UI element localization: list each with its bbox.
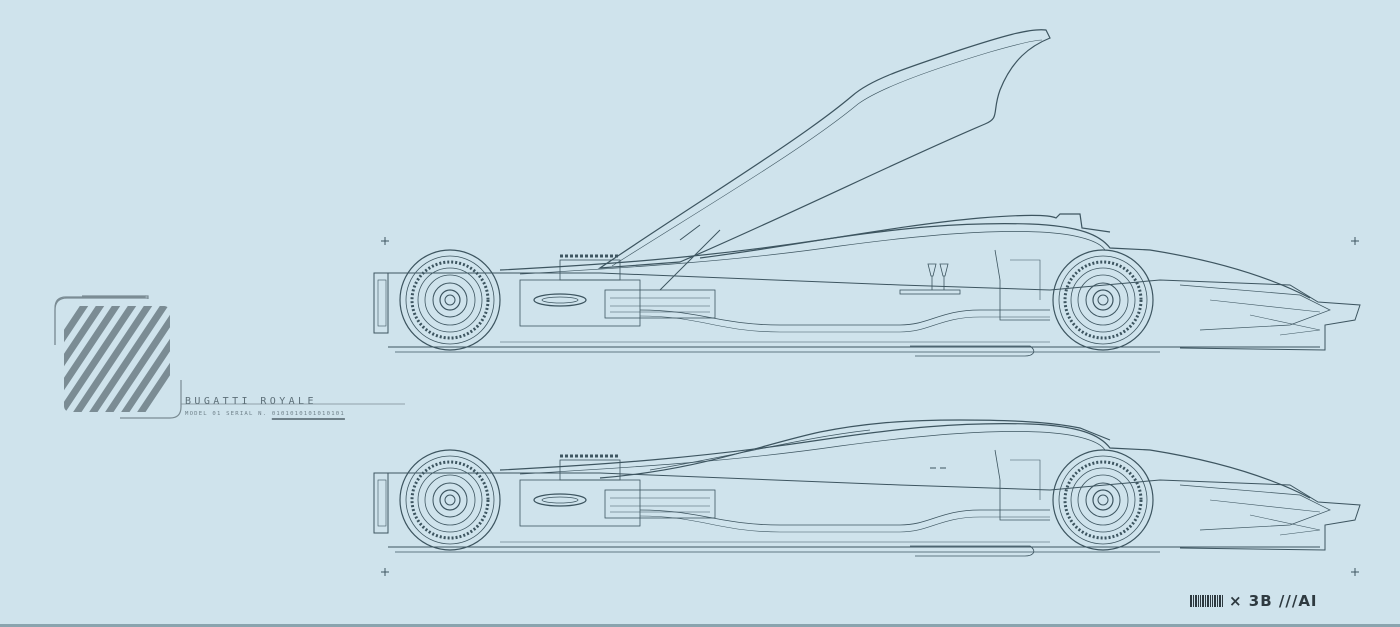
car-title-block: BUGATTI ROYALE MODEL 01 SERIAL N. 010101… [185, 396, 345, 417]
model-serial-line: MODEL 01 SERIAL N. 0101010101010101 [185, 411, 345, 417]
model-prefix: MODEL 01 SERIAL N. [185, 411, 268, 417]
logo-text: × 3B ///AI [1229, 592, 1318, 610]
brand-logo: × 3B ///AI [1190, 592, 1318, 610]
serial-number: 0101010101010101 [271, 411, 345, 417]
barcode-icon [1190, 595, 1223, 607]
striped-square-badge-icon [54, 295, 405, 419]
top-car-blueprint [372, 29, 1362, 358]
crosshair-marker-icon [381, 237, 1359, 576]
bottom-car-blueprint [372, 419, 1362, 558]
car-name: BUGATTI ROYALE [185, 396, 317, 407]
bottom-rule [0, 624, 1400, 627]
